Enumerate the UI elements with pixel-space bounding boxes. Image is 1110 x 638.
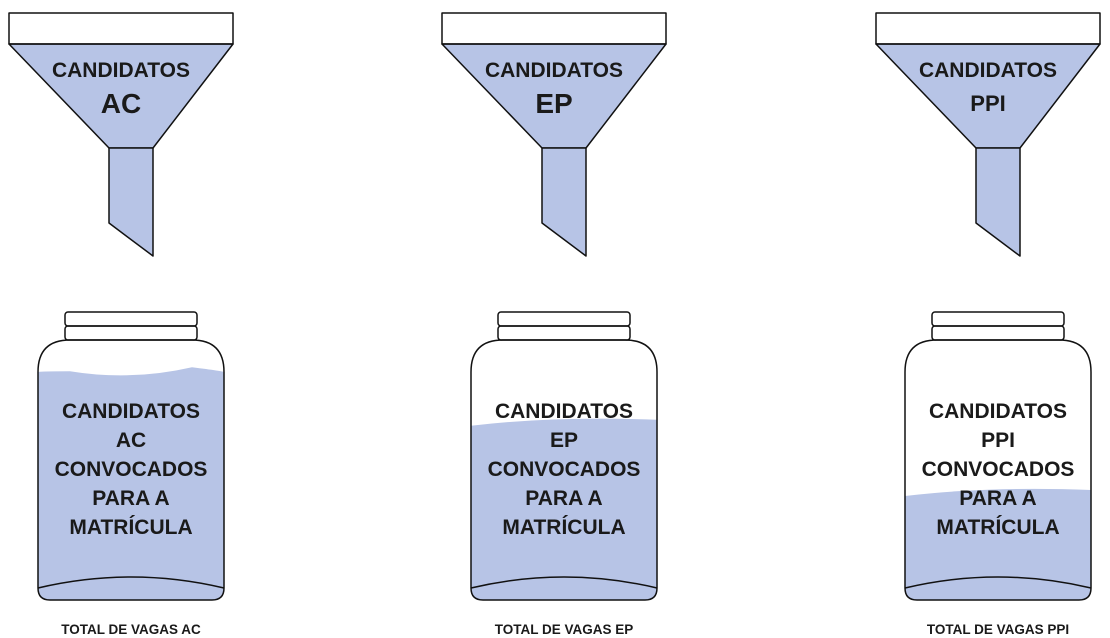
funnel-jar-graphic-ep (441, 12, 667, 601)
jar-liquid-ep (471, 418, 657, 600)
jar-line: PARA A (959, 487, 1037, 510)
jar-line: CONVOCADOS (487, 458, 641, 481)
jar-line: PPI (981, 429, 1015, 452)
jar-line: MATRÍCULA (69, 516, 193, 539)
jar-ep (470, 311, 658, 601)
jar-line: CANDIDATOS (61, 400, 201, 423)
jar-ac (37, 311, 225, 601)
jar-line: PARA A (92, 487, 170, 510)
jar-line: CANDIDATOS (928, 400, 1068, 423)
funnel-title-ac: CANDIDATOS (51, 59, 191, 82)
jar-line: EP (549, 429, 578, 452)
funnel-code-ep: EP (535, 88, 573, 119)
jar-line: MATRÍCULA (936, 516, 1060, 539)
caption-ac: TOTAL DE VAGAS AC (61, 622, 201, 637)
jar-line: PARA A (525, 487, 603, 510)
jar-label-ep: CANDIDATOS EP CONVOCADOS PARA A MATRÍCUL… (474, 397, 654, 542)
jar-label-ppi: CANDIDATOS PPI CONVOCADOS PARA A MATRÍCU… (908, 397, 1088, 542)
jar-line: MATRÍCULA (502, 516, 626, 539)
jar-line: CONVOCADOS (54, 458, 208, 481)
funnel-code-ppi: PPI (970, 91, 1006, 116)
funnel-jar-graphic-ac (8, 12, 234, 601)
jar-line: CONVOCADOS (921, 458, 1075, 481)
funnel-ppi (875, 12, 1101, 257)
funnel-ac (8, 12, 234, 257)
jar-liquid-ac (38, 367, 224, 600)
unit-ppi: CANDIDATOS PPI CANDIDATOS PPI CONVOCADOS… (870, 0, 1110, 637)
jar-line: AC (115, 429, 147, 452)
unit-ep: CANDIDATOS EP CANDIDATOS EP CONVOCADOS P… (436, 0, 696, 637)
unit-ac: CANDIDATOS AC CANDIDATOS AC CONVOCADOS P… (3, 0, 263, 637)
caption-ppi: TOTAL DE VAGAS PPI (926, 622, 1070, 637)
funnel-code-ac: AC (100, 88, 142, 119)
jar-line: CANDIDATOS (494, 400, 634, 423)
funnel-ep (441, 12, 667, 257)
caption-ep: TOTAL DE VAGAS EP (494, 622, 634, 637)
jar-label-ac: CANDIDATOS AC CONVOCADOS PARA A MATRÍCUL… (41, 397, 221, 542)
funnel-jar-graphic-ppi (875, 12, 1101, 601)
funnel-title-ep: CANDIDATOS (484, 59, 624, 82)
funnel-title-ppi: CANDIDATOS (918, 59, 1058, 82)
jar-liquid-ppi (905, 488, 1091, 600)
jar-ppi (904, 311, 1092, 601)
